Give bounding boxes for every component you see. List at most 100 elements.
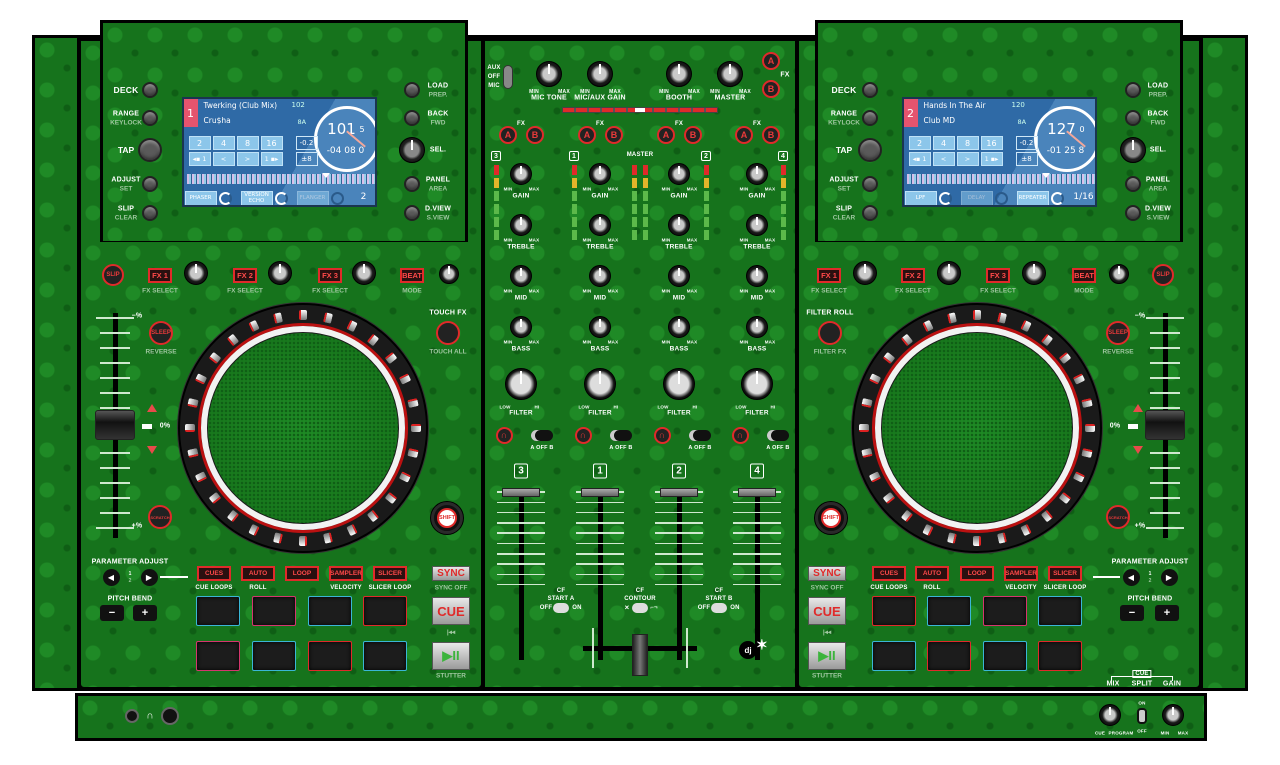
pad-mode-button[interactable]: SLICER xyxy=(1048,565,1082,581)
performance-pad[interactable] xyxy=(872,596,916,626)
side-button-left-2[interactable] xyxy=(858,138,882,162)
fx-button-1[interactable]: FX 1 xyxy=(148,267,172,283)
channel-fx-a-button[interactable]: A xyxy=(657,126,675,144)
side-button-left-4[interactable] xyxy=(142,205,158,221)
performance-pad[interactable] xyxy=(1038,596,1082,626)
eq-knob[interactable] xyxy=(668,214,690,236)
master-section-knob-0[interactable] xyxy=(536,61,562,87)
performance-pad[interactable] xyxy=(308,641,352,671)
sleep-button[interactable]: SLEEP xyxy=(1106,321,1130,345)
pitch-bend-minus-button[interactable]: − xyxy=(1120,605,1144,621)
cue-button[interactable]: CUE xyxy=(808,597,846,625)
param-right-arrow-button[interactable]: ▶ xyxy=(1160,568,1178,586)
play-pause-button[interactable]: ▶II xyxy=(432,642,470,670)
channel-fader-handle[interactable] xyxy=(660,487,698,497)
param-left-arrow-button[interactable]: ◀ xyxy=(102,568,120,586)
loop-size-button[interactable]: 16 xyxy=(980,136,1003,150)
filter-knob[interactable] xyxy=(663,368,695,400)
fx-slot-2[interactable]: FLANGER xyxy=(296,190,329,205)
pad-mode-button[interactable]: SAMPLER xyxy=(329,565,363,581)
loop-nav-button[interactable]: < xyxy=(932,152,955,166)
fx-slot-1[interactable]: DELAY xyxy=(960,190,993,205)
loop-nav-button[interactable]: ◂▪ 1 xyxy=(188,152,211,166)
channel-fx-a-button[interactable]: A xyxy=(578,126,596,144)
touch-fx-hand-icon[interactable] xyxy=(436,321,460,345)
select-encoder[interactable] xyxy=(399,137,425,163)
sync-button[interactable]: SYNC xyxy=(808,565,846,581)
master-section-knob-2[interactable] xyxy=(666,61,692,87)
side-button-left-3[interactable] xyxy=(862,176,878,192)
performance-pad[interactable] xyxy=(983,641,1027,671)
input-select-switch[interactable] xyxy=(503,65,513,89)
select-encoder[interactable] xyxy=(1120,137,1146,163)
eq-knob[interactable] xyxy=(589,163,611,185)
channel-fader-handle[interactable] xyxy=(502,487,540,497)
slip-button[interactable]: SLIP xyxy=(1152,264,1174,286)
channel-fx-b-button[interactable]: B xyxy=(684,126,702,144)
side-button-right-1[interactable] xyxy=(404,110,420,126)
loop-nav-button[interactable]: ◂▪ 1 xyxy=(908,152,931,166)
side-button-right-0[interactable] xyxy=(404,82,420,98)
pad-mode-button[interactable]: AUTO xyxy=(241,565,275,581)
scratch-button[interactable]: SCRATCH xyxy=(148,505,172,529)
crossfader-assign-switch[interactable] xyxy=(767,429,789,441)
pad-mode-button[interactable]: LOOP xyxy=(285,565,319,581)
performance-pad[interactable] xyxy=(363,596,407,626)
pad-mode-button[interactable]: CUES xyxy=(872,565,906,581)
eq-knob[interactable] xyxy=(746,214,768,236)
pad-mode-button[interactable]: LOOP xyxy=(960,565,994,581)
pitch-bend-plus-button[interactable]: + xyxy=(1155,605,1179,621)
eq-knob[interactable] xyxy=(589,316,611,338)
fx-slot-0[interactable]: LPF xyxy=(904,190,937,205)
eq-knob[interactable] xyxy=(510,163,532,185)
channel-fx-b-button[interactable]: B xyxy=(762,126,780,144)
performance-pad[interactable] xyxy=(363,641,407,671)
fx-button-2[interactable]: FX 2 xyxy=(233,267,257,283)
headphone-cue-icon[interactable]: ∩ xyxy=(574,426,592,444)
loop-size-button[interactable]: 8 xyxy=(236,136,259,150)
performance-pad[interactable] xyxy=(1038,641,1082,671)
performance-pad[interactable] xyxy=(252,641,296,671)
side-button-left-0[interactable] xyxy=(142,82,158,98)
side-button-left-4[interactable] xyxy=(862,205,878,221)
channel-fader-handle[interactable] xyxy=(738,487,776,497)
cf-contour-switch[interactable] xyxy=(632,603,648,613)
eq-knob[interactable] xyxy=(589,214,611,236)
crossfader-assign-switch[interactable] xyxy=(610,429,632,441)
beat-button[interactable]: BEAT xyxy=(400,267,424,283)
split-switch[interactable] xyxy=(1137,708,1147,724)
beat-button[interactable]: BEAT xyxy=(1072,267,1096,283)
jog-platter[interactable] xyxy=(208,333,398,523)
loop-nav-button[interactable]: < xyxy=(212,152,235,166)
side-button-right-3[interactable] xyxy=(1125,176,1141,192)
eq-knob[interactable] xyxy=(746,316,768,338)
cue-mix-knob[interactable] xyxy=(1099,704,1121,726)
eq-knob[interactable] xyxy=(746,265,768,287)
side-button-right-1[interactable] xyxy=(1125,110,1141,126)
side-button-right-0[interactable] xyxy=(1125,82,1141,98)
master-fx-a-button[interactable]: A xyxy=(762,52,780,70)
pad-mode-button[interactable]: CUES xyxy=(197,565,231,581)
fx-slot-1[interactable]: VERSION ECHO xyxy=(240,190,273,205)
performance-pad[interactable] xyxy=(927,641,971,671)
sync-button[interactable]: SYNC xyxy=(432,565,470,581)
loop-size-button[interactable]: 4 xyxy=(212,136,235,150)
performance-pad[interactable] xyxy=(308,596,352,626)
master-section-knob-3[interactable] xyxy=(717,61,743,87)
channel-fx-a-button[interactable]: A xyxy=(735,126,753,144)
cue-button[interactable]: CUE xyxy=(432,597,470,625)
master-fx-b-button[interactable]: B xyxy=(762,80,780,98)
fx-button-3[interactable]: FX 3 xyxy=(318,267,342,283)
touch-fx-hand-icon[interactable] xyxy=(818,321,842,345)
side-button-left-3[interactable] xyxy=(142,176,158,192)
fx-knob-2[interactable] xyxy=(937,261,961,285)
fx-slot-2[interactable]: REPEATER xyxy=(1016,190,1049,205)
loop-nav-button[interactable]: 1 ▪▸ xyxy=(980,152,1003,166)
sleep-button[interactable]: SLEEP xyxy=(149,321,173,345)
scratch-button[interactable]: SCRATCH xyxy=(1106,505,1130,529)
performance-pad[interactable] xyxy=(196,596,240,626)
filter-knob[interactable] xyxy=(505,368,537,400)
loop-nav-button[interactable]: 1 ▪▸ xyxy=(260,152,283,166)
param-left-arrow-button[interactable]: ◀ xyxy=(1122,568,1140,586)
pitch-bend-minus-button[interactable]: − xyxy=(100,605,124,621)
